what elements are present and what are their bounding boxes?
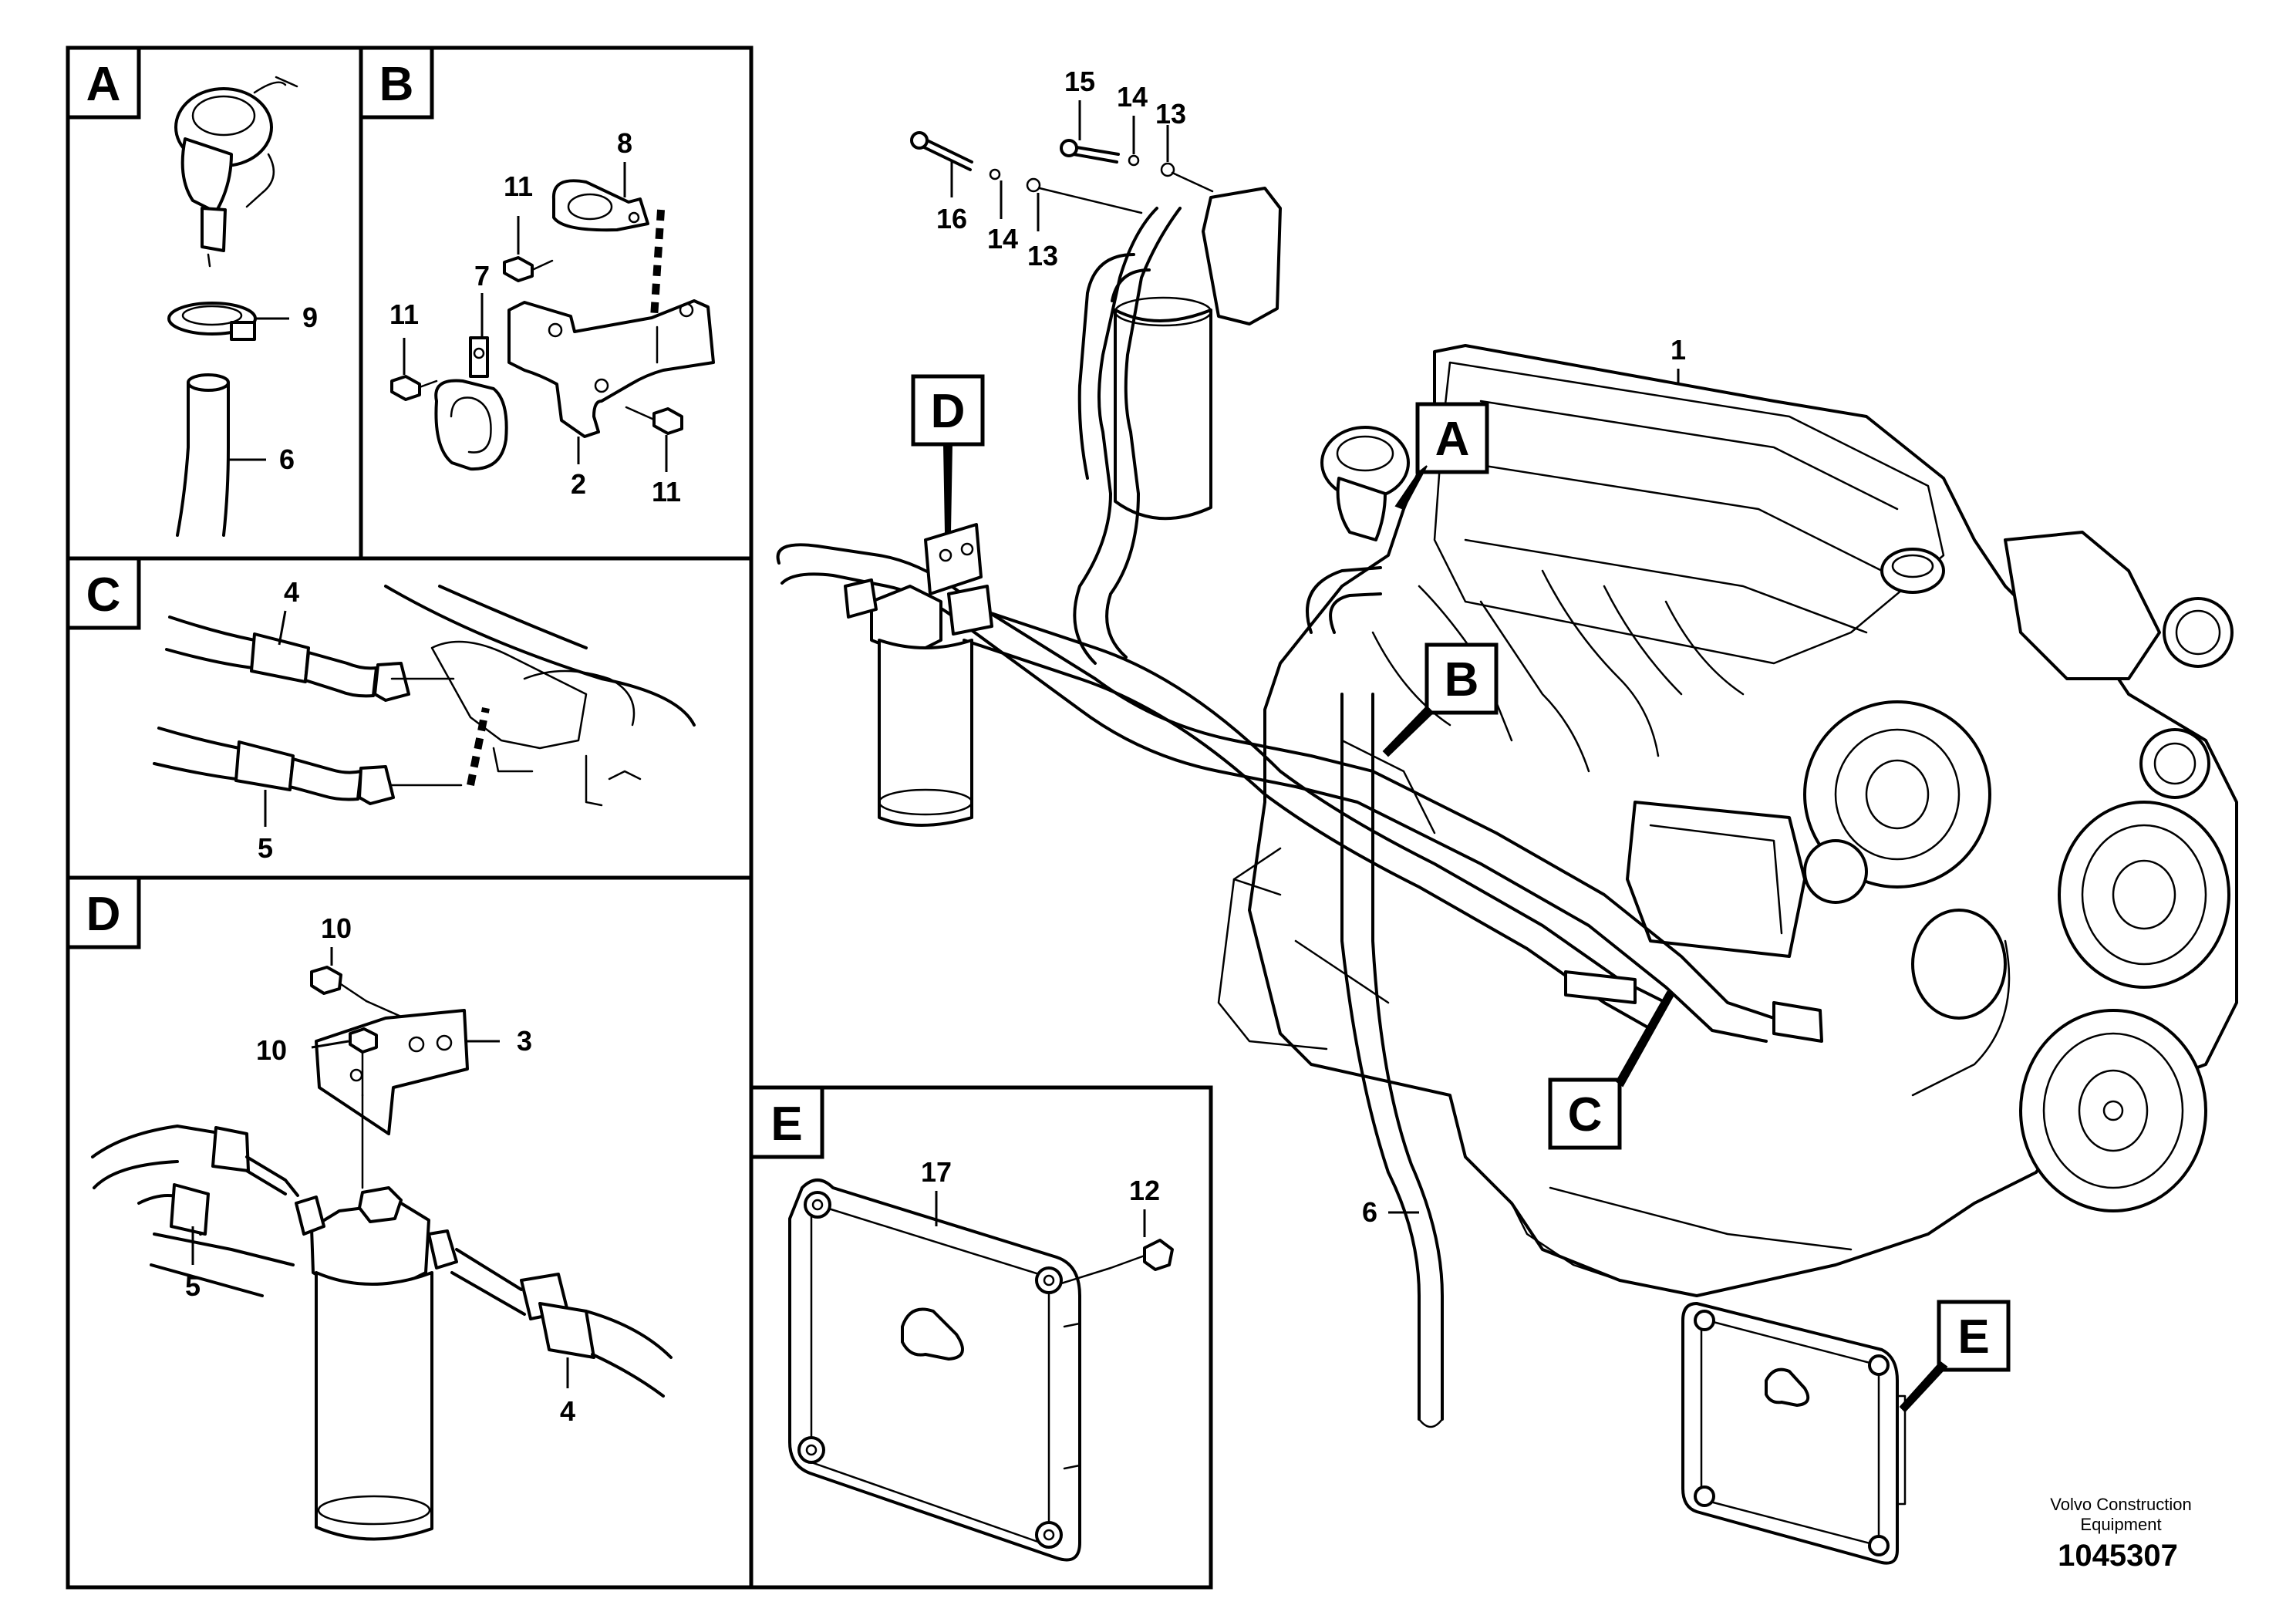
engine-ecu-drawing [1681, 1302, 1907, 1565]
ecu-module-drawing [788, 1179, 1174, 1562]
engine-block-drawing [1217, 344, 2238, 1297]
part-number-17: 17 [921, 1156, 952, 1188]
part-number-6-main: 6 [1362, 1196, 1377, 1228]
part-number-15: 15 [1064, 66, 1095, 97]
panel-e-letter: E [770, 1098, 802, 1151]
callout-e-letter: E [1957, 1310, 1989, 1364]
footer: Volvo Construction Equipment 1045307 [2050, 1495, 2191, 1573]
hose-drawing [176, 373, 230, 537]
part-number-1: 1 [1671, 334, 1686, 366]
callout-b-letter: B [1445, 653, 1479, 706]
detail-panel-d: D [66, 875, 673, 1541]
footer-brand-line2: Equipment [2080, 1515, 2161, 1534]
panel-c-letter: C [86, 568, 121, 622]
detail-panel-b: B 8 7 11 [359, 46, 715, 508]
panel-d-tag [66, 875, 141, 949]
callout-b: B [1382, 642, 1499, 757]
detail-panel-c: C 4 5 [66, 556, 696, 864]
callout-a: A [1394, 402, 1489, 511]
mounting-bolts-drawing [910, 131, 1214, 214]
fuel-filter-drawing [844, 523, 993, 827]
hose-clip-drawing [434, 336, 508, 471]
hose-fittings-drawing [153, 585, 696, 807]
coolant-level-sensor-drawing [1320, 426, 1410, 541]
part-number-9: 9 [302, 302, 318, 333]
detail-panel-a: A 9 6 [66, 46, 318, 537]
part-number-10-upper: 10 [321, 912, 352, 944]
part-number-4-detail-d: 4 [560, 1395, 575, 1427]
panel-e-tag [749, 1085, 824, 1159]
part-number-8: 8 [617, 127, 632, 159]
panel-c-tag [66, 556, 141, 630]
bolt-upper-drawing [503, 256, 554, 282]
part-number-10-lower: 10 [256, 1034, 287, 1066]
part-number-13-upper: 13 [1155, 98, 1186, 130]
part-number-12: 12 [1129, 1175, 1160, 1206]
part-number-7: 7 [474, 260, 490, 292]
detail-panel-e: E 17 12 [749, 1085, 1174, 1562]
fuel-hoses-drawing [776, 543, 1823, 1428]
part-number-6-detail: 6 [279, 443, 295, 475]
part-number-5-detail-d: 5 [185, 1270, 201, 1302]
upper-filter-drawing [1073, 187, 1282, 665]
part-number-11-upper: 11 [504, 170, 533, 202]
callout-d-letter: D [931, 385, 966, 438]
bolt-lower-drawing [625, 406, 683, 435]
callout-e: E [1899, 1300, 2011, 1413]
callout-c-tag [1548, 1077, 1622, 1150]
part-number-16: 16 [936, 203, 967, 234]
callout-d-tag [911, 374, 985, 447]
main-engine-view: 15 14 13 16 14 13 1 [776, 66, 2238, 1565]
part-number-14-lower: 14 [987, 223, 1018, 255]
callout-c: C [1548, 990, 1675, 1150]
pipe-clamp-drawing [551, 179, 649, 232]
part-number-13-lower: 13 [1027, 240, 1058, 271]
part-number-2: 2 [571, 468, 586, 500]
callout-a-letter: A [1435, 413, 1470, 466]
panel-b-letter: B [379, 58, 414, 111]
part-number-11-lower: 11 [652, 476, 681, 508]
callout-d: D [911, 374, 985, 533]
panel-d-letter: D [86, 888, 121, 941]
bolt-left-drawing [390, 375, 438, 401]
panel-a-tag [66, 46, 141, 120]
panel-b-tag [359, 46, 434, 120]
filter-assembly-drawing [91, 966, 673, 1541]
part-number-5-detail-c: 5 [258, 832, 273, 864]
callout-e-tag [1937, 1300, 2011, 1372]
bracket-drawing [507, 299, 715, 438]
callout-c-letter: C [1568, 1088, 1603, 1141]
part-number-14-upper: 14 [1117, 81, 1148, 113]
part-number-11-left: 11 [389, 298, 419, 330]
level-sensor-drawing [174, 76, 298, 268]
footer-brand-line1: Volvo Construction [2050, 1495, 2191, 1514]
hose-clamp-drawing [167, 302, 257, 341]
drawing-number: 1045307 [2058, 1539, 2178, 1573]
panel-a-letter: A [86, 58, 121, 111]
part-number-4-detail-c: 4 [284, 576, 299, 608]
callout-a-tag [1415, 402, 1489, 474]
callout-b-tag [1424, 642, 1499, 715]
part-number-3: 3 [517, 1025, 532, 1057]
